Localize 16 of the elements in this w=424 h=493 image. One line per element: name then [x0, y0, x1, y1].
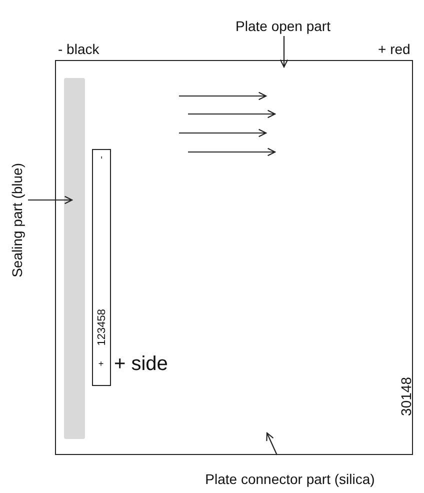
- callout-label: Plate open part: [236, 19, 330, 33]
- polarity-label: + red: [378, 42, 410, 56]
- callout-label: Sealing part (blue): [10, 162, 24, 278]
- polarity-sign: +: [96, 361, 106, 366]
- polarity-sign: -: [96, 156, 106, 159]
- leader-arrow: [280, 36, 288, 68]
- sealing-strip: [64, 78, 85, 439]
- plate-number: 30148: [399, 377, 413, 416]
- polarity-label: - black: [58, 42, 100, 56]
- plate-outline: [55, 60, 413, 455]
- leader-arrow: [28, 196, 73, 204]
- sample-number: 123458: [96, 309, 108, 346]
- leader-arrow: [266, 432, 278, 456]
- side-label: + side: [114, 354, 168, 374]
- callout-label: Plate connector part (silica): [205, 472, 375, 486]
- sample-strip: [92, 149, 111, 386]
